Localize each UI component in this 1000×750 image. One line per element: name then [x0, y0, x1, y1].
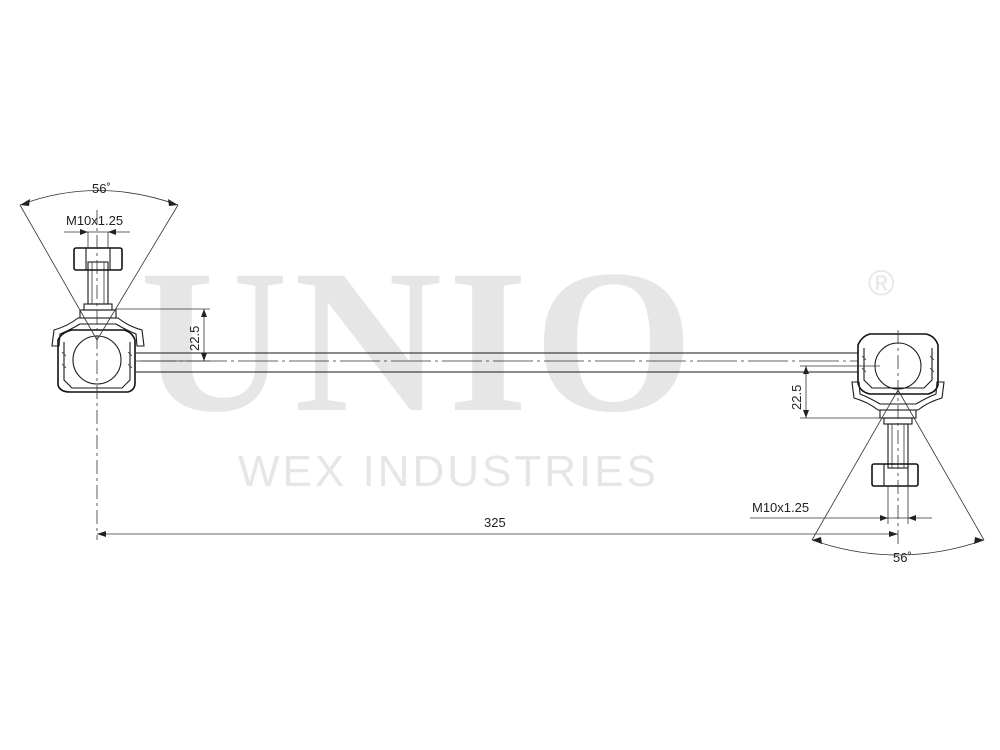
left-ball-joint	[51, 210, 145, 540]
right-thread-dimension: M10x1.25	[750, 486, 932, 524]
left-height-label: 22.5	[187, 326, 202, 351]
right-height-label: 22.5	[789, 385, 804, 410]
length-label: 325	[484, 515, 506, 530]
link-rod	[136, 352, 858, 373]
left-thread-dimension: M10x1.25	[64, 213, 130, 248]
left-height-dimension: 22.5	[116, 308, 210, 362]
right-angle-label: 56˚	[893, 550, 912, 565]
right-angle-dimension: 56˚	[811, 389, 985, 565]
watermark-brand: UNIO	[140, 228, 699, 455]
right-ball-joint	[851, 330, 945, 548]
right-thread-label: M10x1.25	[752, 500, 809, 515]
watermark: UNIO ® WEX INDUSTRIES	[140, 228, 895, 496]
left-thread-label: M10x1.25	[66, 213, 123, 228]
watermark-company: WEX INDUSTRIES	[238, 447, 659, 496]
left-angle-label: 56˚	[92, 181, 111, 196]
right-height-dimension: 22.5	[789, 365, 884, 419]
left-angle-dimension: 56˚	[19, 181, 179, 341]
watermark-registered-mark: ®	[868, 262, 895, 303]
length-dimension: 325	[97, 515, 898, 537]
